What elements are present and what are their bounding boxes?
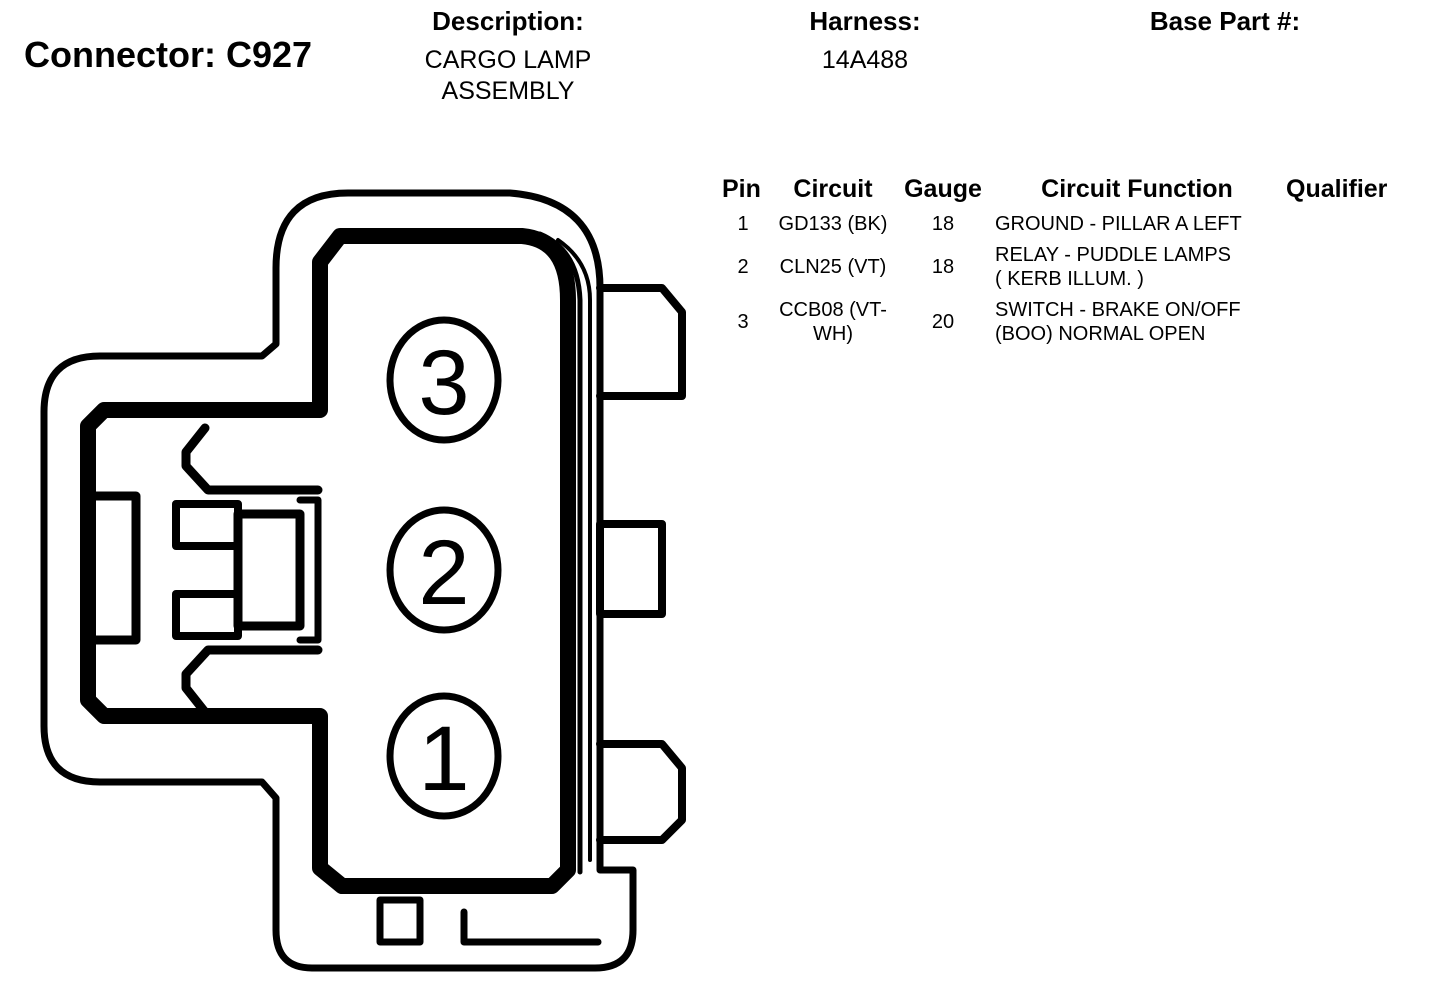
row-1-pin: 1 [737, 213, 749, 235]
pin-3-label: 3 [418, 332, 469, 434]
latch-upper-arm [83, 425, 141, 705]
right-tab-lower [596, 740, 686, 844]
latch-lower-prong [181, 645, 323, 717]
header-pin: Pin [722, 175, 761, 203]
row-2-function-line-2: ( KERB ILLUM. ) [995, 268, 1144, 290]
row-2-circuit: CLN25 (VT) [779, 256, 887, 278]
row-1-circuit: GD133 (BK) [778, 213, 888, 235]
row-3-pin: 3 [737, 311, 749, 333]
row-2-pin: 2 [737, 256, 749, 278]
header-qualifier: Qualifier [1286, 175, 1388, 203]
inner-rib-right [537, 231, 583, 875]
latch-block [233, 509, 305, 631]
connector-title: Connector: C927 [24, 34, 313, 75]
row-3-gauge: 20 [931, 311, 955, 333]
pin-2-label: 2 [418, 522, 469, 624]
pin-2-cavity [386, 506, 502, 634]
row-3-circuit: CCB08 (VT- WH) [770, 298, 896, 346]
inner-housing-wall [80, 228, 576, 894]
latch-upper-prong [181, 423, 323, 495]
latch-tab-lower [172, 590, 242, 640]
description-line-2: ASSEMBLY [441, 77, 575, 105]
description-label: Description: [432, 6, 584, 36]
latch-block-edge [296, 496, 322, 644]
row-2-function: RELAY - PUDDLE LAMPS ( KERB ILLUM. ) [995, 243, 1231, 291]
row-2-gauge: 18 [931, 256, 955, 278]
pin-1-label: 1 [418, 708, 469, 810]
harness-value: 14A488 [821, 46, 909, 74]
row-3-function-line-2: (BOO) NORMAL OPEN [995, 323, 1206, 345]
harness-label: Harness: [809, 6, 921, 36]
pin-3-cavity [386, 316, 502, 444]
bottom-tab [376, 896, 424, 946]
row-3-circuit-line-2: WH) [813, 323, 853, 345]
latch-tab-upper [172, 500, 242, 550]
pin-1-cavity [386, 692, 502, 820]
row-1-gauge: 18 [931, 213, 955, 235]
header-gauge: Gauge [904, 175, 982, 203]
right-tab-upper [596, 284, 686, 400]
base-part-label: Base Part #: [1149, 6, 1301, 36]
description-value: CARGO LAMP ASSEMBLY [388, 45, 628, 107]
header-circuit: Circuit [793, 175, 873, 203]
right-tab-middle [596, 520, 666, 618]
inner-rib-right-2 [556, 238, 592, 862]
row-1-function: GROUND - PILLAR A LEFT [995, 213, 1242, 235]
row-3-function-line-1: SWITCH - BRAKE ON/OFF [995, 299, 1241, 321]
description-line-1: CARGO LAMP [424, 46, 592, 74]
row-2-function-line-1: RELAY - PUDDLE LAMPS [995, 244, 1232, 266]
bottom-notch [460, 908, 602, 946]
row-3-function: SWITCH - BRAKE ON/OFF (BOO) NORMAL OPEN [995, 298, 1241, 346]
row-3-circuit-line-1: CCB08 (VT- [779, 299, 887, 321]
header-circuit-function: Circuit Function [1041, 175, 1233, 203]
